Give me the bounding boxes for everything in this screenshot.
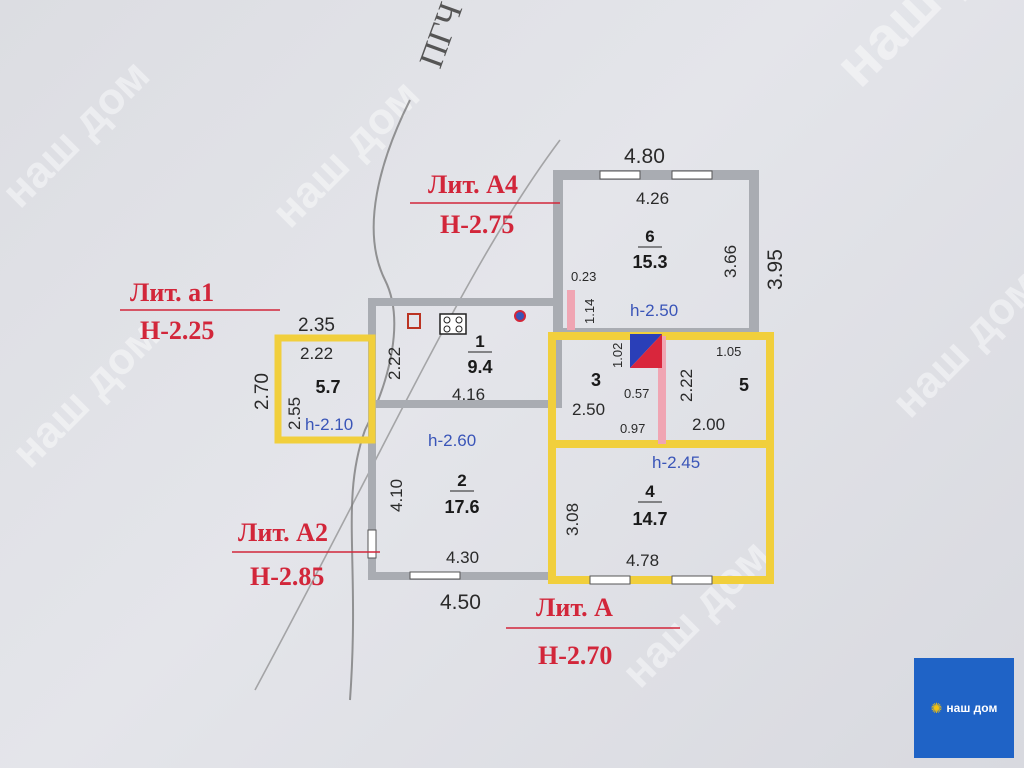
window <box>409 571 461 580</box>
height-label: h-2.60 <box>428 431 476 450</box>
room-number: 1 <box>475 332 484 351</box>
lit-a1-block <box>274 334 376 444</box>
liter-a1-label: Лит. а1 Н-2.25 <box>120 278 280 345</box>
window <box>671 575 713 585</box>
window <box>589 575 631 585</box>
dimension: 3.66 <box>721 245 740 278</box>
liter-title: Лит. а1 <box>130 278 214 307</box>
door <box>367 529 377 559</box>
dimension: 2.00 <box>692 415 725 434</box>
dimension: 4.26 <box>636 189 669 208</box>
room-4-label: 4 14.7 <box>632 482 667 529</box>
lit-a-block <box>548 332 774 585</box>
dimension: 2.22 <box>385 347 404 380</box>
dimension: 4.50 <box>440 591 481 614</box>
dimension: 2.70 <box>252 373 273 410</box>
room-number: 4 <box>645 482 655 501</box>
dimension: 2.50 <box>572 400 605 419</box>
company-logo: ✺ наш дом <box>914 658 1014 758</box>
dimension: 1.14 <box>582 299 597 324</box>
dimension: 0.23 <box>571 269 596 284</box>
watermark-text: наш дом <box>0 50 159 217</box>
watermark-layer: наш дом наш дом наш дом наш дом наш дом … <box>0 0 1024 697</box>
dimension: 3.08 <box>563 503 582 536</box>
room-2-label: 2 17.6 <box>444 471 479 517</box>
stair-icon <box>630 334 662 368</box>
dimension: 3.95 <box>764 249 787 290</box>
sink-icon <box>407 313 421 329</box>
room-number: 2 <box>457 471 466 490</box>
room-6-label: 6 15.3 <box>632 227 667 272</box>
liter-height: Н-2.75 <box>440 210 514 239</box>
dimension: 4.16 <box>452 385 485 404</box>
dimension: 4.30 <box>446 548 479 567</box>
liter-title: Лит. А2 <box>238 518 328 547</box>
dimension: 4.78 <box>626 551 659 570</box>
dimension: 2.22 <box>300 344 333 363</box>
liter-title: Лит. А4 <box>428 170 518 199</box>
dimension: 1.02 <box>610 343 625 368</box>
height-label: h-2.45 <box>652 453 700 472</box>
height-label: h-2.10 <box>305 415 353 434</box>
burner-icon <box>455 325 463 333</box>
liter-height: Н-2.85 <box>250 562 324 591</box>
room-3-number: 3 <box>591 370 601 390</box>
dimension: 1.05 <box>716 344 741 359</box>
window <box>599 170 641 180</box>
liter-title: Лит. А <box>536 593 613 622</box>
pencil-line <box>349 99 411 701</box>
watermark-text: наш дом <box>262 70 429 237</box>
watermark-text: наш дом <box>882 260 1024 427</box>
handwriting-text: ПГЧ <box>413 0 470 73</box>
pink-wall <box>567 290 575 330</box>
burner-icon <box>455 316 463 324</box>
boiler-icon <box>514 310 526 322</box>
room-number: 6 <box>645 227 654 246</box>
liter-a4-label: Лит. А4 Н-2.75 <box>410 170 560 239</box>
sun-house-icon: ✺ <box>930 699 943 716</box>
liter-a-label: Лит. А Н-2.70 <box>506 593 680 670</box>
dimension: 2.55 <box>285 397 304 430</box>
room-a1-area: 5.7 <box>315 377 340 397</box>
room-area: 17.6 <box>444 497 479 517</box>
dimension: 2.35 <box>298 315 335 336</box>
room-area: 9.4 <box>467 357 492 377</box>
room-area: 14.7 <box>632 509 667 529</box>
dimension-labels: 4.80 4.26 3.66 3.95 0.23 1.14 2.35 2.22 … <box>252 145 787 614</box>
liter-height: Н-2.70 <box>538 641 612 670</box>
dimension: 0.97 <box>620 421 645 436</box>
logo-text: наш дом <box>946 701 998 715</box>
watermark-text: наш дом <box>822 0 1024 99</box>
liter-height: Н-2.25 <box>140 316 214 345</box>
dimension: 0.57 <box>624 386 649 401</box>
room-5-number: 5 <box>739 375 749 395</box>
stove-icon <box>439 313 467 335</box>
liter-a2-label: Лит. А2 Н-2.85 <box>232 518 380 591</box>
burner-icon <box>443 325 451 333</box>
dimension: 4.80 <box>624 145 665 168</box>
dimension: 4.10 <box>387 479 406 512</box>
dimension: 2.22 <box>677 369 696 402</box>
height-label: h-2.50 <box>630 301 678 320</box>
burner-icon <box>443 316 451 324</box>
room-1-label: 1 9.4 <box>467 332 492 377</box>
pencil-line <box>254 139 561 691</box>
room-area: 15.3 <box>632 252 667 272</box>
wall-a1 <box>274 334 376 444</box>
window <box>671 170 713 180</box>
